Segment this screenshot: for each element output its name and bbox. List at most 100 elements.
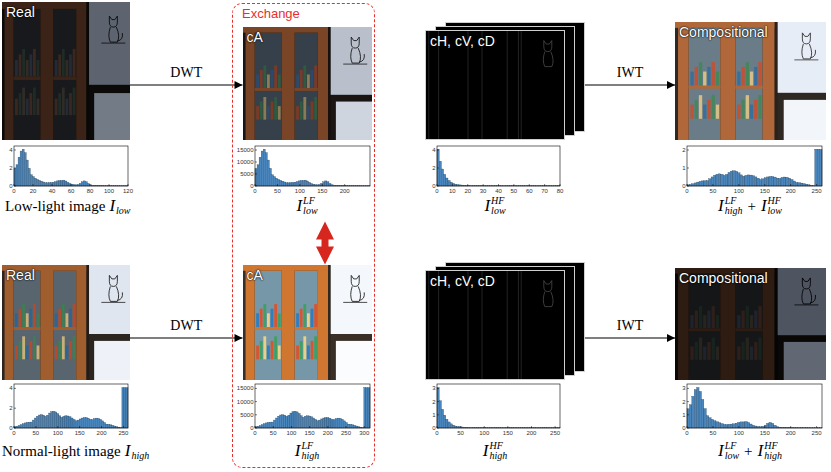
image-tag-text: Compositional xyxy=(679,270,768,286)
book xyxy=(62,49,65,77)
histogram-bar xyxy=(296,182,298,186)
script-stack: LFlow xyxy=(303,196,317,216)
book xyxy=(29,341,32,359)
histogram-bar xyxy=(755,177,757,186)
histogram-bar xyxy=(69,417,71,428)
tick-mark xyxy=(14,168,16,169)
transform-arrow xyxy=(585,337,675,338)
symbol: I xyxy=(718,196,724,216)
histogram-bar xyxy=(711,177,713,186)
superscript: LF xyxy=(303,195,315,206)
histogram-bar xyxy=(14,427,16,428)
histogram-bar xyxy=(757,178,759,186)
histogram-bar xyxy=(709,418,711,428)
book xyxy=(65,313,68,327)
histogram-bar xyxy=(716,174,718,186)
book xyxy=(29,309,32,327)
histogram-bar xyxy=(304,416,306,428)
histogram-bar xyxy=(53,411,55,428)
cabinet-panel xyxy=(784,342,826,380)
tick-mark xyxy=(309,426,310,428)
book xyxy=(277,345,280,359)
transform-arrow xyxy=(130,84,243,85)
book xyxy=(266,106,269,120)
edge-trace xyxy=(428,31,429,140)
book xyxy=(716,346,719,359)
axis-tick-label: 10 xyxy=(449,188,456,194)
axis-tick-label: 150 xyxy=(503,430,513,436)
cat-sticker xyxy=(343,37,367,64)
transform-arrow xyxy=(130,337,243,338)
book xyxy=(55,313,58,327)
axis-tick-label: 0 xyxy=(435,430,438,436)
subscript: high xyxy=(725,205,743,216)
subscript: high xyxy=(131,450,149,461)
cat-outline xyxy=(109,16,123,42)
scene-ground xyxy=(243,265,372,380)
histogram-bar xyxy=(740,422,742,428)
book xyxy=(703,105,706,119)
script-stack: LFhigh xyxy=(301,441,319,461)
tick-mark xyxy=(687,388,689,389)
book xyxy=(274,336,277,359)
histogram-bar xyxy=(40,415,42,428)
image-panel: Compositional xyxy=(675,22,826,222)
cat-outline xyxy=(350,37,364,63)
axis-tick-label: 100 xyxy=(295,188,305,194)
subscript: low xyxy=(491,205,505,216)
histogram-bar xyxy=(335,419,337,428)
axis-tick-label: 50 xyxy=(270,430,277,436)
photo-image: cA xyxy=(243,265,372,380)
histogram-bar xyxy=(319,420,321,428)
histogram-bar xyxy=(61,180,63,186)
axis-tick-label: 80 xyxy=(557,188,564,194)
photo-image: cA xyxy=(243,27,372,140)
histogram-bar xyxy=(752,176,754,186)
histogram-bar xyxy=(313,418,315,428)
histogram-bar xyxy=(59,180,61,186)
histogram-bar xyxy=(71,418,73,428)
histogram-bar xyxy=(709,179,711,186)
histogram-bar xyxy=(356,426,358,428)
histogram-bar xyxy=(288,183,290,186)
histogram-bar xyxy=(321,183,323,186)
histogram-bar xyxy=(32,177,34,186)
axis-tick-label: 15000 xyxy=(237,385,254,391)
histogram-bar xyxy=(341,419,343,428)
histogram-bar xyxy=(304,180,306,186)
book xyxy=(690,72,693,86)
histogram-bar xyxy=(308,416,310,428)
histogram-bar xyxy=(102,421,104,428)
histogram-bar xyxy=(28,422,30,428)
book xyxy=(69,54,72,76)
histogram-bar xyxy=(762,179,764,186)
histogram-bar xyxy=(323,182,325,186)
histogram-bar xyxy=(711,419,713,428)
wood-frame xyxy=(317,27,327,140)
edge-trace xyxy=(428,271,429,380)
book xyxy=(690,315,693,328)
symbol: I xyxy=(125,441,131,461)
axis-tick-label: 50 xyxy=(710,430,717,436)
histogram-bar xyxy=(704,409,706,428)
histogram-bar xyxy=(439,161,441,186)
book xyxy=(716,72,719,86)
histogram-bar xyxy=(38,180,40,186)
book xyxy=(310,308,313,326)
book xyxy=(55,60,58,77)
histogram-bar xyxy=(820,149,822,186)
axis-tick-label: 4 xyxy=(432,147,435,153)
cabinet-panel xyxy=(94,93,130,140)
histogram-bar xyxy=(75,421,77,428)
book xyxy=(690,346,693,359)
tick-mark xyxy=(255,150,257,151)
coefficient-image: cH, cV, cD xyxy=(425,270,565,380)
histogram-bar xyxy=(783,177,785,186)
tick-mark xyxy=(123,426,124,428)
tick-mark xyxy=(33,184,34,186)
image-tag-text: cA xyxy=(247,267,263,283)
histogram-bar xyxy=(704,181,706,186)
cat-ground xyxy=(794,59,818,60)
book xyxy=(62,336,65,359)
histogram-bar xyxy=(723,424,725,428)
